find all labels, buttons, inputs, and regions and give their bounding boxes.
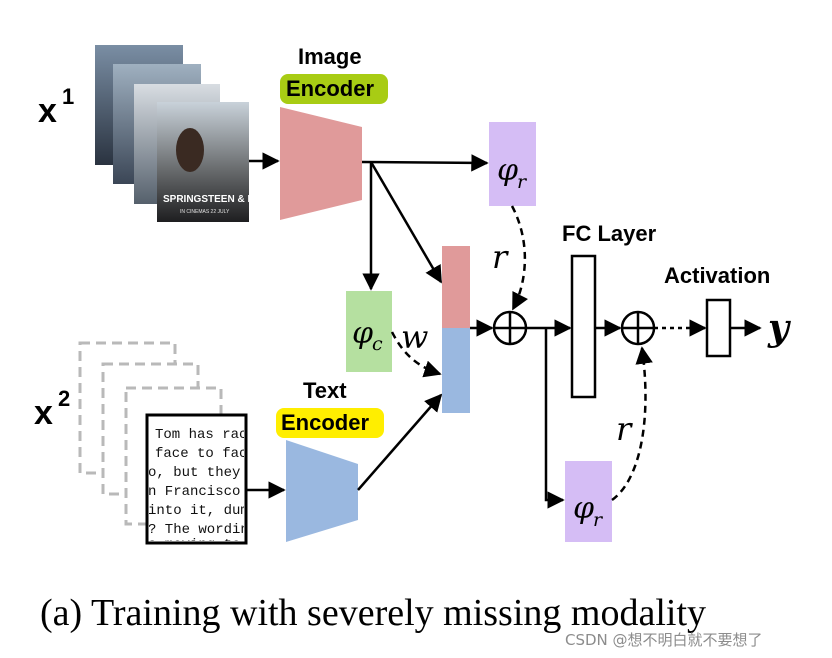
dashed-phi-r-to-sum: [510, 205, 529, 311]
text-encoder-title: Text: [303, 378, 347, 403]
dashed-connections: [390, 205, 653, 502]
sum-node-1: [492, 310, 528, 346]
doc-line: face to face f: [155, 446, 273, 462]
image-encoder-trapezoid: [280, 107, 362, 220]
concat-feature: [442, 246, 470, 413]
poster-figure: [176, 128, 204, 172]
watermark: CSDN @想不明白就不要想了: [565, 631, 763, 649]
phi-r-top-subscript: r: [517, 171, 528, 193]
output-y-label: y: [767, 307, 791, 349]
phi-r-bottom-block: φ r: [565, 461, 612, 542]
arrow-text-feat-to-concat: [357, 393, 443, 491]
text-encoder-label: Encoder: [281, 410, 369, 435]
figure-caption: (a) Training with severely missing modal…: [40, 592, 706, 634]
arrow-image-feat-to-phi-r: [361, 154, 489, 172]
doc-line: n Francisco b: [148, 484, 257, 500]
fc-layer-rect: [570, 254, 597, 399]
input-x2-label: x 2: [34, 386, 70, 432]
doc-line: s moving to S: [148, 537, 257, 553]
phi-c-block: φ c: [346, 291, 392, 372]
activation-rect: [705, 298, 732, 358]
sum-node-2: [620, 310, 656, 346]
phi-c-symbol: φ: [352, 316, 373, 351]
text-document: [145, 413, 248, 545]
doc-line: Tom has raco: [155, 427, 256, 443]
dashed-phi-c-to-concat: [390, 331, 442, 378]
image-encoder: Image Encoder: [280, 44, 388, 220]
activation: Activation: [664, 263, 770, 358]
poster-subtitle: IN CINEMAS 22 JULY: [180, 209, 230, 215]
image-input-stack: SPRINGSTEEN & I IN CINEMAS 22 JULY: [95, 45, 250, 222]
image-encoder-label: Encoder: [286, 76, 374, 101]
phi-r-bottom-symbol: φ: [573, 491, 594, 526]
arrow-image-feat-to-concat: [369, 161, 443, 284]
poster-4: [157, 102, 249, 222]
document-text: Tom has raco face to face f o, but they …: [148, 427, 274, 553]
text-encoder-trapezoid: [286, 440, 358, 542]
fc-layer: FC Layer: [562, 221, 657, 399]
connections: [246, 152, 762, 509]
activation-label: Activation: [664, 263, 770, 288]
r-label-bottom: r: [616, 410, 633, 448]
input-x1-label: x 1: [38, 84, 74, 130]
doc-line: o, but they esc: [148, 465, 274, 481]
concat-text-part: [442, 328, 470, 413]
dashed-phi-r-bottom-to-sum: [611, 346, 653, 502]
phi-r-top-block: φ r: [489, 122, 536, 206]
image-encoder-highlight: [280, 74, 388, 104]
doc-line: ? The wording: [148, 522, 257, 538]
text-encoder-highlight: [276, 408, 384, 438]
phi-c-subscript: c: [372, 333, 383, 355]
doc-line: into it, dumpin: [148, 503, 274, 519]
x2-base: x: [34, 394, 53, 432]
fc-layer-label: FC Layer: [562, 221, 657, 246]
text-encoder: Text Encoder: [276, 378, 384, 542]
phi-r-top-symbol: φ: [497, 153, 518, 188]
r-label-top: r: [492, 238, 509, 276]
phi-r-bottom-subscript: r: [593, 509, 604, 531]
arrow-branch-to-phi-r: [544, 328, 565, 509]
phi-r-top-rect: [489, 122, 536, 206]
phi-r-bottom-rect: [565, 461, 612, 542]
x2-sup: 2: [58, 386, 70, 411]
w-label: w: [401, 318, 428, 356]
image-encoder-title: Image: [298, 44, 362, 69]
x1-sup: 1: [62, 84, 74, 109]
x1-base: x: [38, 92, 57, 130]
concat-image-part: [442, 246, 470, 328]
text-input-stack: Tom has raco face to face f o, but they …: [78, 341, 274, 553]
poster-title: SPRINGSTEEN & I: [163, 194, 250, 205]
phi-c-rect: [346, 291, 392, 372]
